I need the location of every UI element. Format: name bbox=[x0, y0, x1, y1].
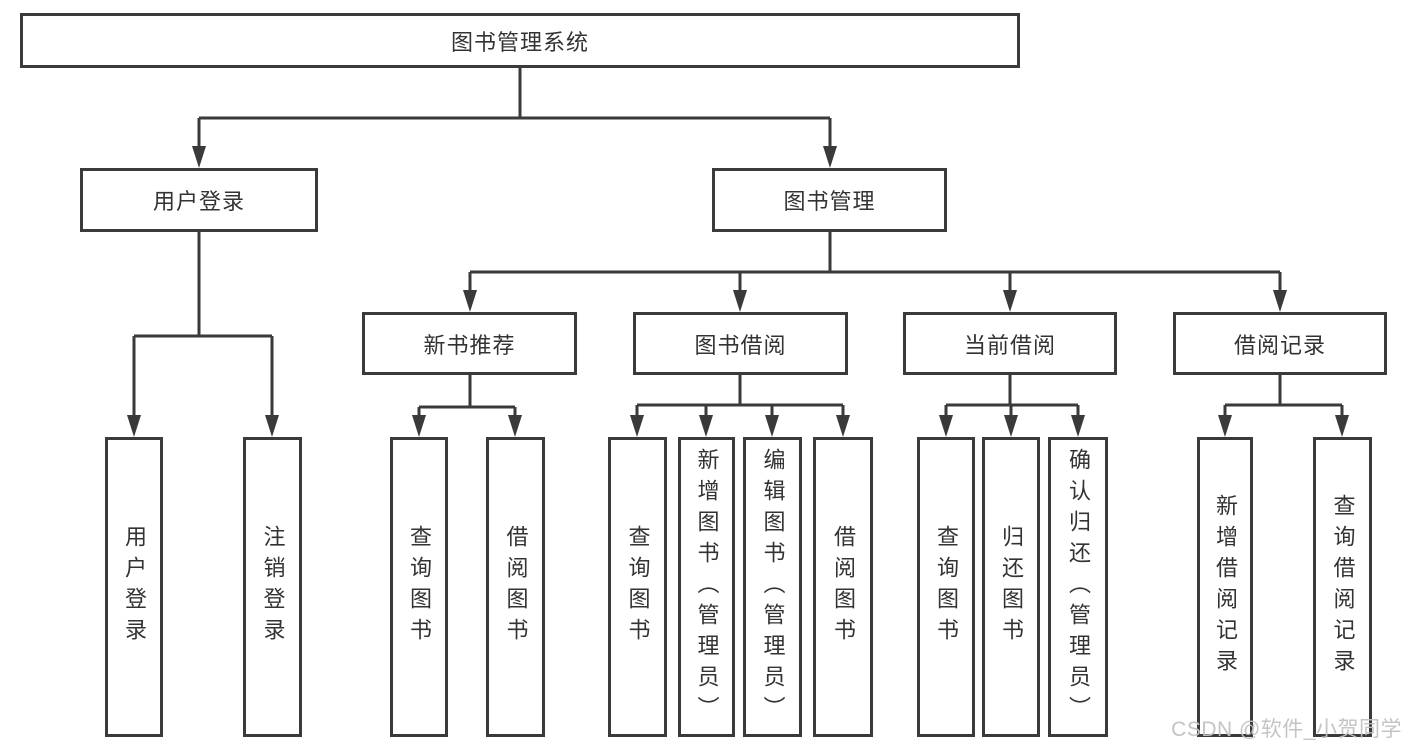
leaf-bor-lend-book-label: 借阅图书 bbox=[831, 525, 856, 649]
node-borrow-record: 借阅记录 bbox=[1173, 312, 1387, 375]
leaf-bor-edit-book-admin: 编辑图书（管理员） bbox=[743, 437, 802, 737]
leaf-bor-lend-book: 借阅图书 bbox=[813, 437, 873, 737]
leaf-rec-query-book: 查询图书 bbox=[390, 437, 448, 737]
node-book-borrow-label: 图书借阅 bbox=[694, 332, 787, 358]
leaf-bor-add-book-admin: 新增图书（管理员） bbox=[678, 437, 735, 737]
leaf-rcd-query-record-label: 查询借阅记录 bbox=[1330, 494, 1356, 680]
leaf-bor-add-book-admin-label: 新增图书（管理员） bbox=[694, 447, 720, 727]
arrow-head bbox=[823, 146, 837, 168]
node-user-login: 用户登录 bbox=[80, 168, 318, 232]
arrow-head bbox=[192, 146, 206, 168]
node-user-login-label: 用户登录 bbox=[152, 189, 245, 214]
leaf-logout: 注销登录 bbox=[243, 437, 302, 737]
node-book-management: 图书管理 bbox=[712, 168, 947, 232]
leaf-rcd-add-record: 新增借阅记录 bbox=[1197, 437, 1253, 737]
node-current-borrow: 当前借阅 bbox=[903, 312, 1117, 375]
leaf-rec-borrow-book: 借阅图书 bbox=[486, 437, 545, 737]
leaf-bor-query-book-label: 查询图书 bbox=[625, 525, 651, 649]
arrow-head bbox=[733, 290, 747, 312]
arrow-head bbox=[836, 415, 850, 437]
node-root: 图书管理系统 bbox=[20, 13, 1020, 68]
leaf-logout-label: 注销登录 bbox=[260, 525, 286, 649]
leaf-rec-query-book-label: 查询图书 bbox=[407, 525, 432, 649]
node-new-book-recommend: 新书推荐 bbox=[362, 312, 577, 375]
arrow-head bbox=[463, 290, 477, 312]
leaf-user-login: 用户登录 bbox=[105, 437, 163, 737]
leaf-cur-return-book: 归还图书 bbox=[982, 437, 1040, 737]
node-root-label: 图书管理系统 bbox=[450, 29, 589, 55]
node-book-management-label: 图书管理 bbox=[783, 189, 876, 214]
leaf-cur-return-book-label: 归还图书 bbox=[999, 525, 1024, 649]
arrow-head bbox=[765, 415, 779, 437]
arrow-head bbox=[1335, 415, 1349, 437]
arrow-head bbox=[1004, 415, 1018, 437]
leaf-cur-query-book-label: 查询图书 bbox=[934, 525, 959, 649]
leaf-bor-query-book: 查询图书 bbox=[608, 437, 667, 737]
arrow-head bbox=[508, 415, 522, 437]
arrow-head bbox=[127, 415, 141, 437]
arrow-head bbox=[412, 415, 426, 437]
arrow-head bbox=[1273, 290, 1287, 312]
leaf-cur-confirm-return-admin: 确认归还（管理员） bbox=[1048, 437, 1108, 737]
leaf-rcd-add-record-label: 新增借阅记录 bbox=[1213, 494, 1238, 680]
leaf-cur-query-book: 查询图书 bbox=[917, 437, 975, 737]
arrow-head bbox=[1071, 415, 1085, 437]
leaf-user-login-label: 用户登录 bbox=[122, 525, 147, 649]
node-book-borrow: 图书借阅 bbox=[633, 312, 848, 375]
arrow-head bbox=[699, 415, 713, 437]
csdn-watermark: CSDN @软件_小贺同学 bbox=[1171, 718, 1402, 741]
leaf-cur-confirm-return-admin-label: 确认归还（管理员） bbox=[1066, 447, 1091, 727]
arrow-head bbox=[1218, 415, 1232, 437]
arrow-head bbox=[939, 415, 953, 437]
node-current-borrow-label: 当前借阅 bbox=[963, 332, 1056, 358]
node-borrow-record-label: 借阅记录 bbox=[1233, 332, 1326, 358]
leaf-rec-borrow-book-label: 借阅图书 bbox=[503, 525, 529, 649]
arrow-head bbox=[630, 415, 644, 437]
arrow-head bbox=[265, 415, 279, 437]
node-new-book-recommend-label: 新书推荐 bbox=[423, 332, 516, 358]
leaf-bor-edit-book-admin-label: 编辑图书（管理员） bbox=[760, 447, 786, 727]
leaf-rcd-query-record: 查询借阅记录 bbox=[1313, 437, 1372, 737]
arrow-head bbox=[1003, 290, 1017, 312]
